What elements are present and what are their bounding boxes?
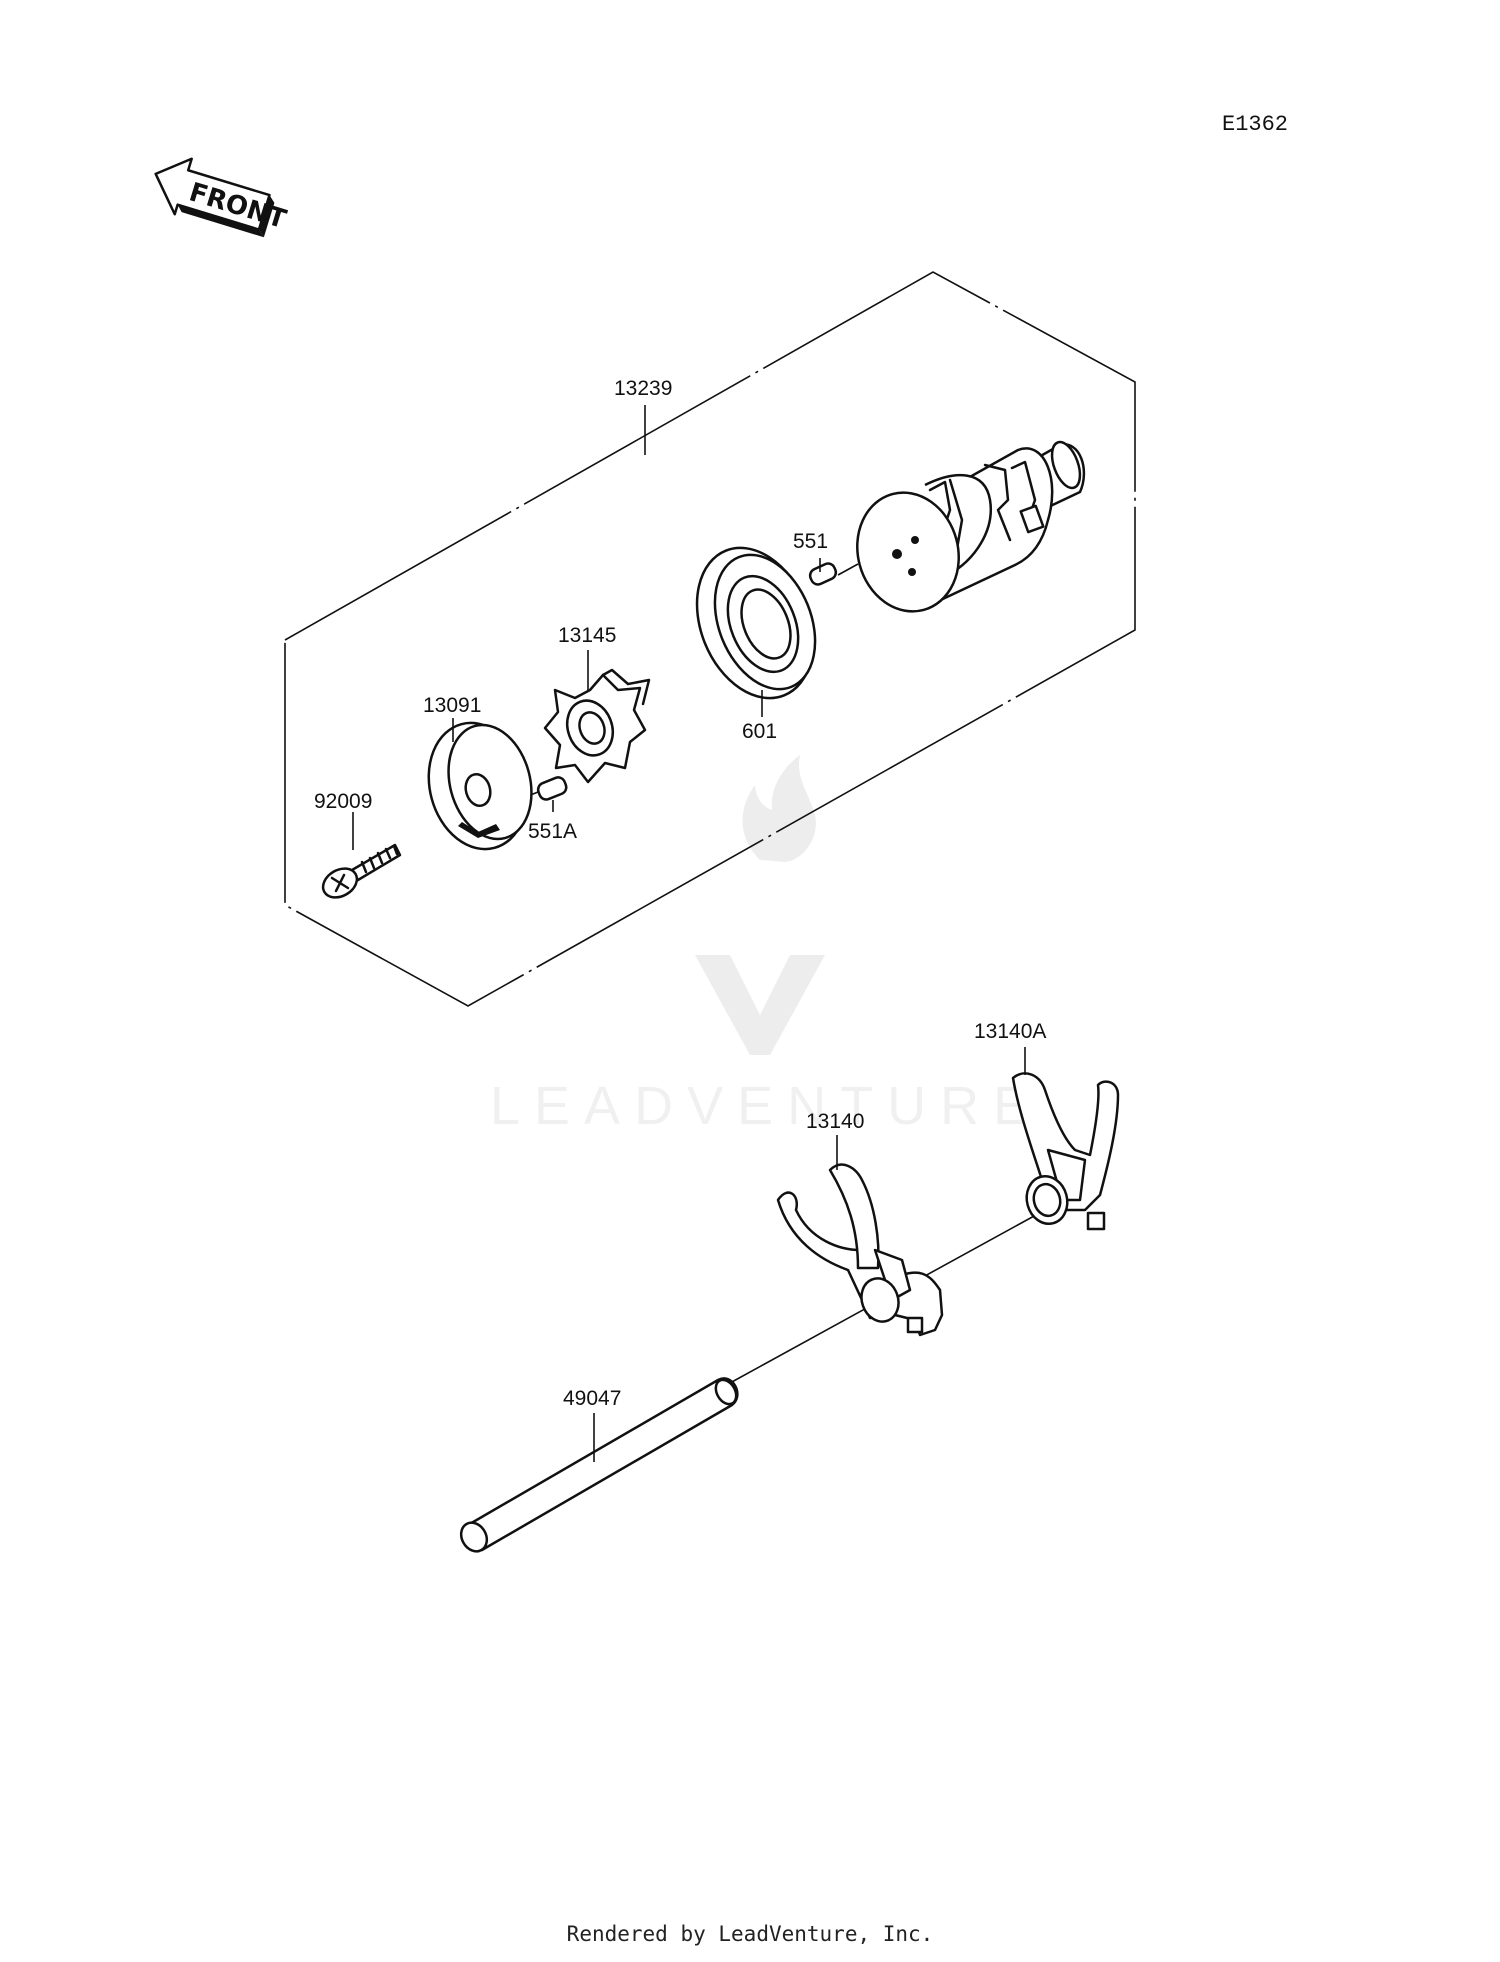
watermark-logo-icon: [695, 755, 825, 1055]
shift-drum: [856, 440, 1086, 613]
leader-551b: [837, 563, 859, 576]
assembly-outline: [284, 271, 1136, 1007]
watermark-text: LEADVENTURE: [490, 1076, 1043, 1136]
fork-13140: [776, 1163, 944, 1337]
label-13140a: 13140A: [974, 1020, 1046, 1043]
fork-13140a: [1011, 1072, 1120, 1231]
label-49047: 49047: [563, 1387, 621, 1410]
rod-49047: [459, 1377, 739, 1553]
label-551a: 551A: [528, 820, 577, 843]
label-551: 551: [793, 530, 828, 553]
bearing-601: [695, 546, 817, 700]
pin-551a: [536, 776, 568, 801]
label-13140: 13140: [806, 1110, 864, 1133]
star-plate-13145: [543, 668, 651, 784]
front-arrow-icon: FRONT: [154, 157, 290, 238]
label-13239: 13239: [614, 377, 672, 400]
label-92009: 92009: [314, 790, 372, 813]
label-13145: 13145: [558, 624, 616, 647]
label-13091: 13091: [423, 694, 481, 717]
pin-551: [808, 562, 838, 586]
diagram-code: E1362: [1222, 112, 1288, 137]
screw-92009: [321, 843, 402, 899]
footer-credit: Rendered by LeadVenture, Inc.: [566, 1922, 934, 1946]
label-601: 601: [742, 720, 777, 743]
plate-13091: [427, 721, 533, 851]
